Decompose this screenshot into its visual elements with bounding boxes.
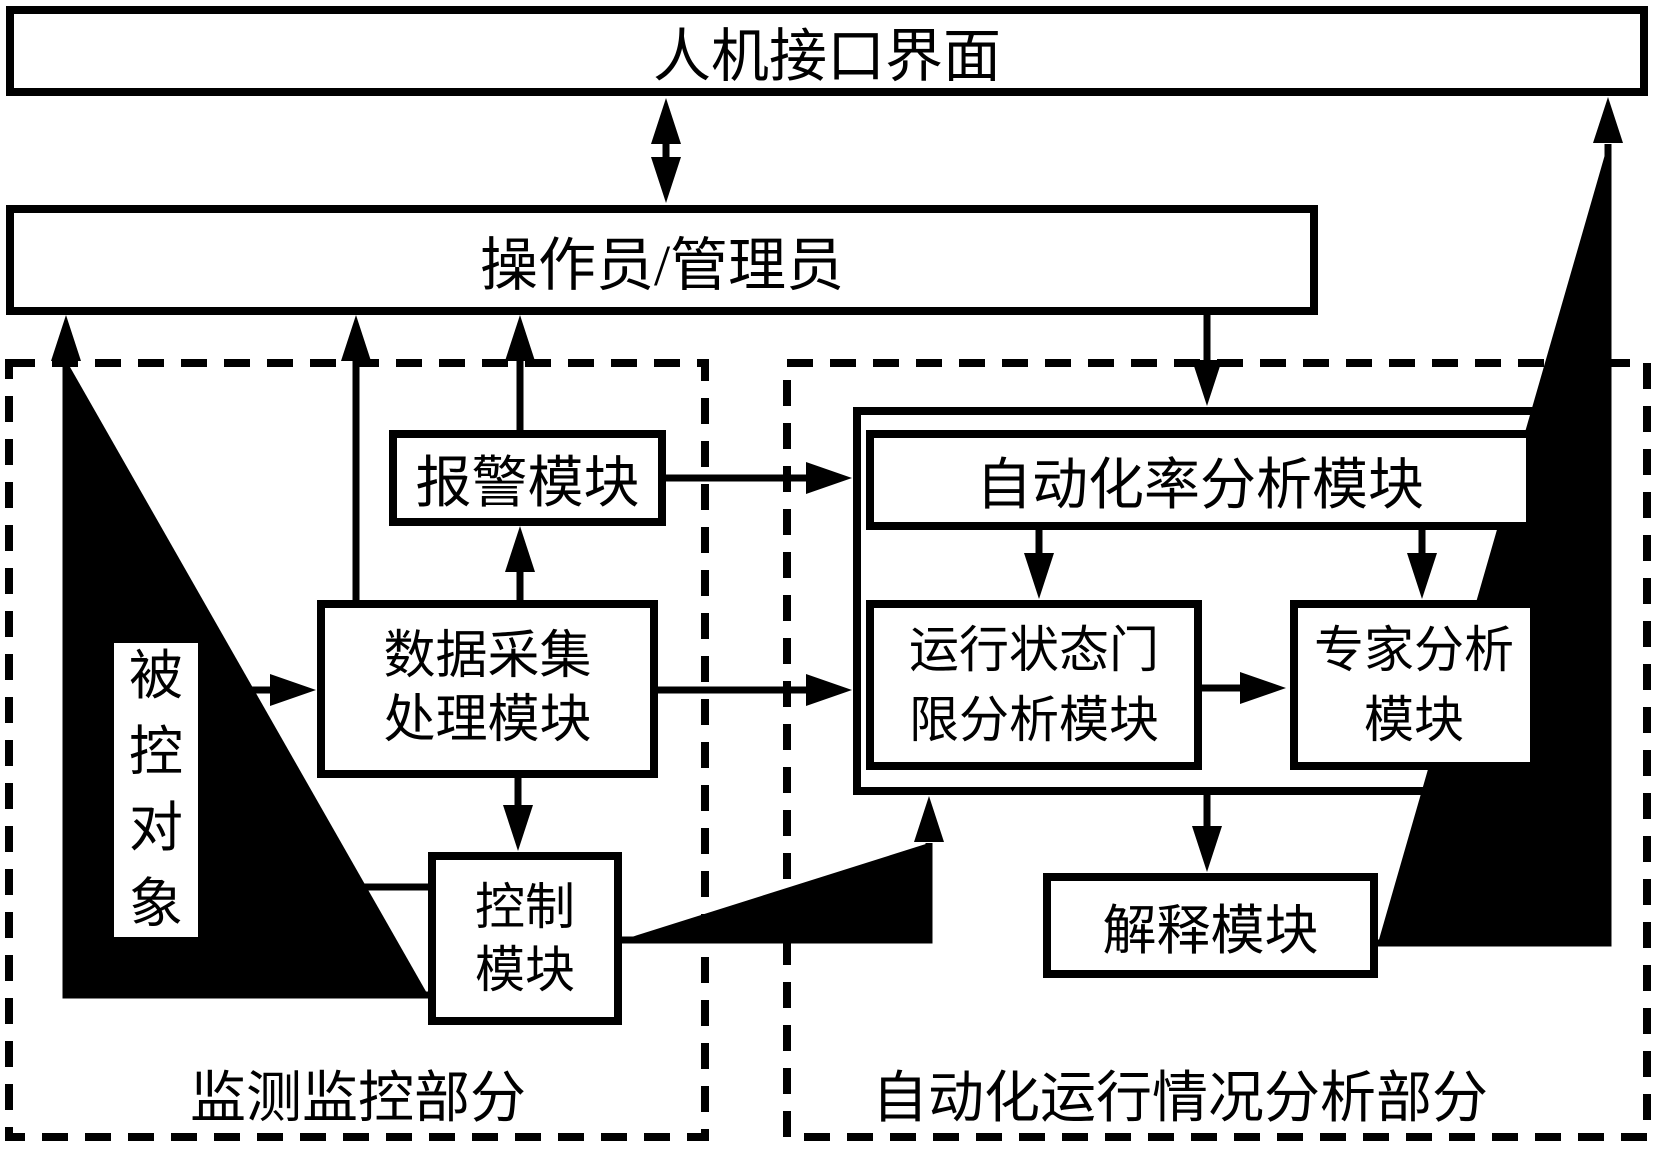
arrowhead-group-to-explain bbox=[1192, 826, 1222, 872]
arrowhead-alarm-to-operator bbox=[505, 315, 535, 361]
arrowhead-threshold-to-expert bbox=[1240, 672, 1286, 704]
expert-module-box: 专家分析 模块 bbox=[1290, 600, 1538, 770]
arrowhead-to-operator bbox=[651, 157, 681, 203]
arrowhead-rate-to-threshold bbox=[1024, 553, 1054, 599]
threshold-module-box: 运行状态门 限分析模块 bbox=[866, 600, 1202, 770]
arrowhead-data-to-control bbox=[503, 805, 533, 851]
controlled-object-box: 被控对象 bbox=[106, 635, 206, 945]
arrowhead-rate-to-expert bbox=[1407, 553, 1437, 599]
analysis-group-caption: 自动化运行情况分析部分 bbox=[872, 1068, 1488, 1130]
controlled-object-label: 被控对象 bbox=[129, 646, 183, 934]
arrowhead-data-to-alarm bbox=[505, 526, 535, 572]
arrowhead-data-to-operator bbox=[341, 315, 371, 361]
rate-module-box: 自动化率分析模块 bbox=[866, 430, 1534, 530]
analysis-inner-group-box bbox=[853, 407, 1560, 795]
arrowhead-alarm-to-analysis bbox=[806, 462, 852, 494]
explain-module-box: 解释模块 bbox=[1043, 873, 1378, 978]
arrowhead-control-to-operator bbox=[51, 315, 81, 361]
alarm-module-box: 报警模块 bbox=[389, 430, 666, 526]
arrowhead-controlled-to-data bbox=[270, 674, 316, 706]
human-interface-box: 人机接口界面 bbox=[6, 6, 1648, 96]
monitor-group-caption: 监测监控部分 bbox=[190, 1068, 526, 1130]
control-module-box: 控制 模块 bbox=[428, 852, 622, 1025]
operator-box: 操作员/管理员 bbox=[6, 205, 1318, 315]
arrowhead-explain-to-interface bbox=[1593, 97, 1623, 143]
data-module-box: 数据采集 处理模块 bbox=[317, 600, 658, 778]
arrowhead-data-to-analysis bbox=[806, 674, 852, 706]
arrowhead-operator-to-analysis bbox=[1192, 360, 1222, 406]
arrowhead-control-to-controlled bbox=[207, 871, 253, 903]
line-control-to-analysis bbox=[622, 843, 933, 944]
arrowhead-to-interface bbox=[651, 98, 681, 144]
arrowhead-control-to-analysis bbox=[914, 796, 944, 842]
